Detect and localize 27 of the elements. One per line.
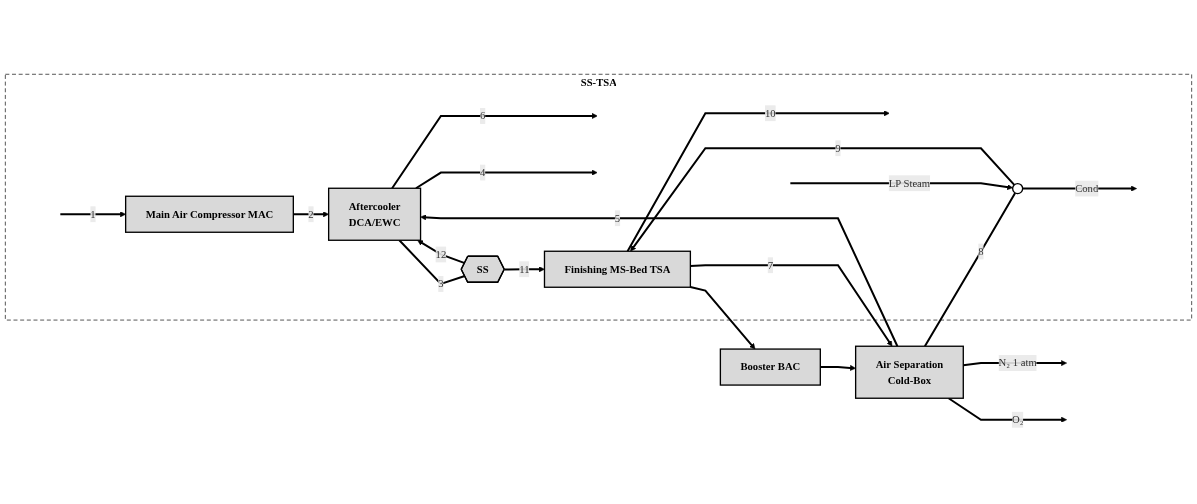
edge-label: 8 [978,245,984,257]
edge-label: 10 [765,107,776,119]
process-box: Finishing MS-Bed TSA [543,250,692,288]
stream-label: 3 [438,275,444,292]
flow-arrow [420,214,899,348]
flow-arrow [391,113,598,190]
flow-arrow [414,169,598,190]
process-box: Aftercooler DCA/EWC [328,187,422,241]
edge-label: LP Steam [888,177,931,189]
process-box: Air Separation Cold-Box [854,345,964,399]
flow-arrow [1021,185,1137,192]
edge-label: Cond [1075,182,1099,194]
edge-label: 9 [835,142,841,154]
heat-exchanger-circle [1012,182,1024,195]
flow-arrow [630,147,1016,252]
flow-arrow [626,110,890,253]
flow-arrow [59,211,126,218]
edge-label: 12 [435,248,447,260]
process-box: Booster BAC [719,348,821,386]
flow-arrow [947,397,1067,423]
process-box: Main Air Compressor MAC [125,195,294,233]
edge-label: 4 [480,166,486,178]
edge-label: 6 [480,109,486,122]
stream-label: 11 [519,261,530,278]
flow-arrow [503,266,545,273]
flow-arrow [689,285,756,350]
edge-label: O₂ [1011,413,1024,426]
